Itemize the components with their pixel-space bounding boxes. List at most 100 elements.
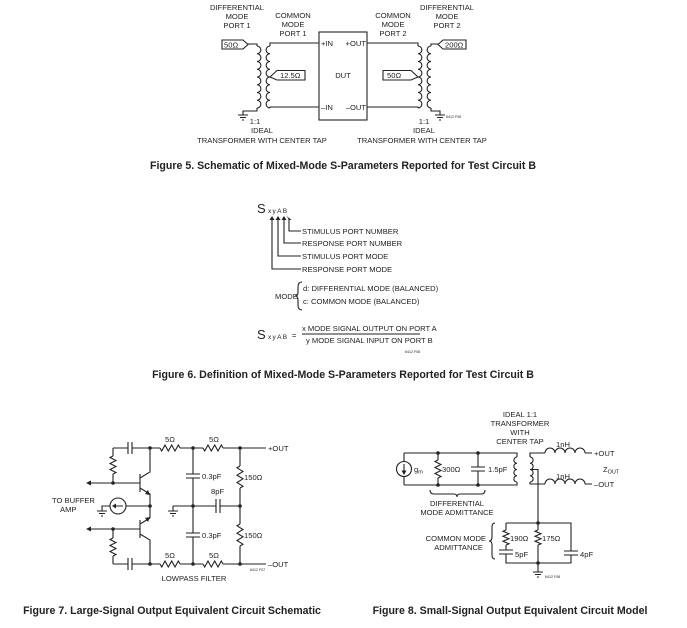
- ratio-label: 1:1: [250, 117, 261, 126]
- port-tag: [437, 39, 467, 50]
- numerator: x MODE SIGNAL OUTPUT ON PORT A: [302, 324, 438, 333]
- common-mode-network: [499, 522, 578, 572]
- r-common2-label: 50Ω: [387, 71, 401, 80]
- pin-pos-out: +OUT: [346, 39, 367, 48]
- transformer-primary-coil: [426, 45, 432, 109]
- inductor: [544, 447, 586, 454]
- resistor: [501, 529, 511, 546]
- c-diff-label: 1.5pF: [488, 465, 508, 474]
- common-port2-label: MODE: [382, 20, 405, 29]
- diff-port2-label: DIFFERENTIAL: [420, 3, 474, 12]
- figure-6-definition: S xyAB STIMULUS PORT NUMBER RESPONSE POR…: [257, 201, 439, 354]
- arrow-icon: [401, 470, 407, 475]
- diff-admittance-label: DIFFERENTIAL: [430, 499, 484, 508]
- wire: [403, 452, 518, 486]
- resistor: [159, 559, 181, 569]
- transformer-label: TRANSFORMER WITH CENTER TAP: [197, 136, 327, 145]
- wire: [367, 42, 419, 108]
- neg-out-label: –OUT: [268, 560, 289, 569]
- pin-neg-in: –IN: [321, 103, 333, 112]
- diff-port1-label: MODE: [226, 12, 249, 21]
- equals-sign: =: [292, 331, 297, 340]
- capacitor: [173, 499, 240, 513]
- resistor: [433, 459, 443, 479]
- denominator: y MODE SIGNAL INPUT ON PORT B: [306, 336, 433, 345]
- resistor: [108, 455, 118, 475]
- common-port2-label: COMMON: [375, 11, 410, 20]
- common-admittance-label: ADMITTANCE: [434, 543, 483, 552]
- c-bot-label: 0.3pF: [202, 531, 222, 540]
- ratio-label: 1:1: [419, 117, 430, 126]
- transformer-label: TRANSFORMER WITH CENTER TAP: [357, 136, 487, 145]
- transformer-primary-coil: [513, 456, 518, 483]
- resistor: [159, 443, 181, 453]
- resistor: [235, 523, 245, 547]
- arrow-icon: [112, 503, 116, 509]
- buffer-label: AMP: [60, 505, 76, 514]
- pointer-lines: [271, 218, 301, 270]
- diff-port1-label: DIFFERENTIAL: [210, 3, 264, 12]
- buffer-label: TO BUFFER: [52, 496, 95, 505]
- resistor: [202, 559, 224, 569]
- stimulus-port-mode: STIMULUS PORT MODE: [302, 252, 388, 261]
- mode-c: c: COMMON MODE (BALANCED): [303, 297, 420, 306]
- figure-id: 6412 F06: [405, 350, 420, 354]
- common-port2-label: PORT 2: [379, 29, 406, 38]
- response-port-number: RESPONSE PORT NUMBER: [302, 239, 403, 248]
- pin-neg-out: –OUT: [346, 103, 367, 112]
- figure-7-caption: Figure 7. Large-Signal Output Equivalent…: [23, 605, 321, 617]
- transformer-label: IDEAL 1:1: [503, 410, 537, 419]
- common-port1-label: COMMON: [275, 11, 310, 20]
- filter-label: LOWPASS FILTER: [162, 574, 227, 583]
- current-source-icon: [395, 460, 413, 478]
- l-top-label: 1nH: [556, 440, 570, 449]
- response-port-mode: RESPONSE PORT MODE: [302, 265, 392, 274]
- figure-8-schematic: IDEAL 1:1 TRANSFORMER WITH CENTER TAP gm…: [395, 410, 620, 579]
- wire: [242, 43, 258, 115]
- port-tag: [221, 39, 249, 50]
- transformer-label: TRANSFORMER: [491, 419, 550, 428]
- s-subscript: xyAB: [268, 334, 288, 341]
- r-cm1-label: 190Ω: [510, 534, 529, 543]
- wire: [529, 452, 592, 523]
- figure-8-caption: Figure 8. Small-Signal Output Equivalent…: [373, 605, 648, 617]
- resistor: [533, 529, 543, 546]
- r-top1-label: 5Ω: [165, 435, 175, 444]
- s-symbol: S: [257, 201, 266, 216]
- brace: [294, 281, 303, 311]
- dut-box: [318, 31, 368, 121]
- diff-port2-label: MODE: [436, 12, 459, 21]
- common-port1-label: PORT 1: [279, 29, 306, 38]
- port-tag: [269, 69, 306, 81]
- diff-port2-label: PORT 2: [433, 21, 460, 30]
- ground-icon: [238, 114, 248, 121]
- figure-5-caption: Figure 5. Schematic of Mixed-Mode S-Para…: [150, 160, 536, 172]
- c-top-label: 0.3pF: [202, 472, 222, 481]
- brace: [429, 489, 486, 498]
- transistor-icon: [90, 448, 151, 564]
- dut-label: DUT: [335, 71, 351, 80]
- neg-out-label: –OUT: [594, 480, 615, 489]
- transformer-label: CENTER TAP: [496, 437, 543, 446]
- capacitor: [471, 453, 485, 485]
- s-subscript: xyAB: [268, 208, 288, 215]
- capacitor: [113, 442, 150, 454]
- ground-icon: [533, 571, 543, 578]
- r-common1-label: 12.5Ω: [280, 71, 301, 80]
- figure-id: 6412 F08: [545, 575, 560, 579]
- r-diff1-label: 50Ω: [224, 41, 238, 50]
- resistor: [202, 443, 224, 453]
- c-cm2-label: 4pF: [580, 550, 593, 559]
- r-diff2-label: 200Ω: [445, 41, 464, 50]
- r-shunt-top-label: 150Ω: [244, 473, 263, 482]
- r-bot1-label: 5Ω: [165, 551, 175, 560]
- diff-admittance-label: MODE ADMITTANCE: [420, 508, 493, 517]
- common-admittance-label: COMMON MODE: [426, 534, 486, 543]
- figure-7-schematic: 5Ω 5Ω 5Ω 5Ω +OUT –OUT 0.3pF 0.3pF 8pF 15…: [52, 435, 289, 583]
- transformer-primary-coil: [256, 45, 262, 109]
- arrow-icons: [269, 216, 292, 220]
- common-port1-label: MODE: [282, 20, 305, 29]
- ground-icon: [97, 505, 150, 517]
- ideal-label: IDEAL: [251, 126, 273, 135]
